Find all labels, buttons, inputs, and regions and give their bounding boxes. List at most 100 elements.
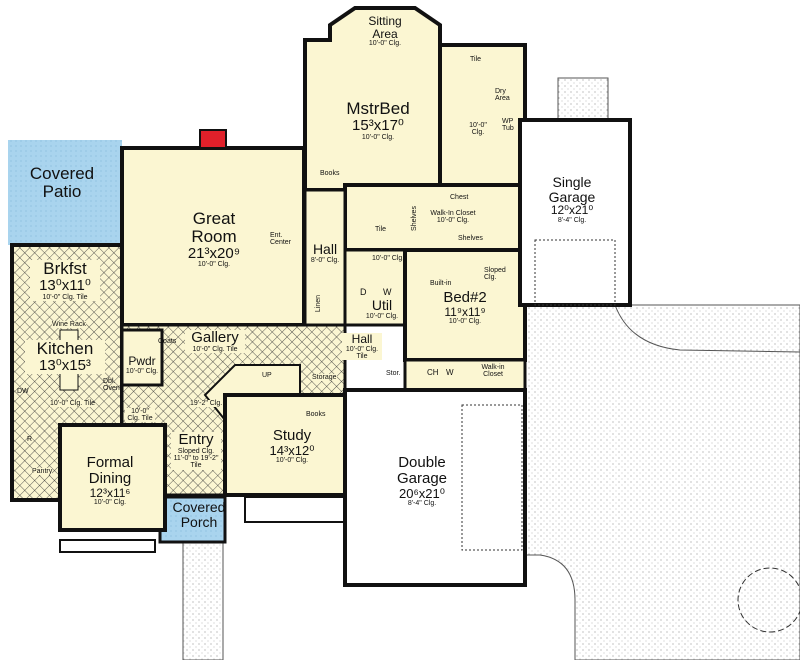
room-ceiling: 10'-0" Clg. xyxy=(197,261,231,269)
driveway xyxy=(524,304,800,660)
room-name: Formal Dining xyxy=(86,454,134,487)
room-ceiling: 10'-0" Clg. Tile xyxy=(42,293,88,301)
note-ch: CH xyxy=(427,368,439,377)
note-storage: Storage xyxy=(312,374,337,381)
note-tile: Tile xyxy=(375,226,387,233)
room-name: Sitting Area xyxy=(368,14,402,41)
room-name: Double Garage xyxy=(396,454,448,487)
note-chest: Chest xyxy=(450,194,469,201)
note-ceiling: 10'-0" Clg. xyxy=(469,122,487,136)
room-name: Entry xyxy=(178,431,214,448)
driveway-curve xyxy=(614,304,800,353)
room-name: MstrBed xyxy=(346,99,410,118)
formal-dining-area xyxy=(58,423,167,532)
room-dims: 12⁰x21⁰ xyxy=(550,203,594,218)
room-covered-porch: Covered Porch xyxy=(169,499,229,530)
note-walk-in-closet: Walk-In Closet 10'-0" Clg. xyxy=(430,210,476,224)
dryer-label: D xyxy=(360,287,367,297)
room-name: Covered Porch xyxy=(172,499,226,530)
room-ceiling: 10'-0" Clg. Tile xyxy=(192,345,238,353)
room-name: Brkfst xyxy=(43,259,87,278)
covered-patio-area xyxy=(8,140,122,245)
note-wine-rack: Wine Rack xyxy=(52,321,86,328)
fireplace xyxy=(199,129,227,149)
covered-porch-area xyxy=(158,495,227,544)
room-ceiling: 8'-4" Clg. xyxy=(557,216,587,224)
note-sloped-ceiling: Sloped Clg. xyxy=(484,267,506,281)
note-ent-center: Ent. Center xyxy=(270,232,292,246)
room-ceiling: 8'-0" Clg. xyxy=(310,256,340,264)
pwdr-area xyxy=(120,328,164,387)
room-ceiling: 10'-0" Clg. Tile xyxy=(345,345,379,360)
room-ceiling: 10'-0" Clg. xyxy=(125,367,159,375)
room-name: Hall xyxy=(351,332,373,346)
room-dims: 14³x12⁰ xyxy=(269,442,315,458)
room-ceiling: 8'-4" Clg. xyxy=(407,500,437,508)
room-dims: 21³x20⁹ xyxy=(187,244,241,262)
note-stair-ceiling: 19'-2" Clg. xyxy=(190,400,223,407)
room-ceiling: 10'-0" Clg. xyxy=(275,457,309,465)
note-stairs-up: UP xyxy=(262,372,272,379)
note-dbl-oven: Dbl. Oven xyxy=(103,378,120,392)
room-ceiling: 10'-0" Clg. xyxy=(368,40,402,48)
room-name: Study xyxy=(272,427,312,444)
room-dims: 13⁰x15³ xyxy=(39,356,91,374)
note-ceiling: 10'-0" Clg. Tile xyxy=(125,408,155,422)
tree xyxy=(737,567,800,633)
closet-area xyxy=(343,183,527,252)
note-wp-tub: WP Tub xyxy=(502,118,514,132)
room-name: Great Room xyxy=(191,209,237,246)
note-walk-in-closet: Walk-in Closet xyxy=(481,364,505,378)
note-storage: Stor. xyxy=(386,370,401,377)
room-name: Util xyxy=(371,297,393,313)
room-name: Kitchen xyxy=(36,339,94,358)
room-ceiling: 10'-0" Clg. xyxy=(448,318,482,326)
room-dims: 20⁶x21⁰ xyxy=(399,485,445,501)
note-built-in: Built-in xyxy=(430,280,452,287)
note-dry-area: Dry Area xyxy=(495,88,510,102)
double-garage-door xyxy=(461,404,523,551)
room-name: Gallery xyxy=(191,329,239,346)
room-name: Covered Patio xyxy=(29,164,95,201)
note-books: Books xyxy=(320,170,340,177)
room-ceiling: 10'-0" Clg. xyxy=(93,499,127,507)
room-name: Hall xyxy=(312,241,338,257)
room-ceiling: 10'-0" Clg. xyxy=(361,133,395,141)
note-books: Books xyxy=(306,411,326,418)
room-name: Bed#2 xyxy=(443,289,487,306)
room-ceiling: Sloped Clg. 11'-0" to 19'-2" Tile xyxy=(173,447,219,470)
double-garage-area xyxy=(343,388,527,587)
note-shelves: Shelves xyxy=(410,206,418,231)
study-area xyxy=(223,393,347,497)
master-bath-area xyxy=(438,43,527,187)
room-name: Pwdr xyxy=(128,354,156,368)
front-planter xyxy=(59,539,156,553)
note-shelves: Shelves xyxy=(458,235,483,242)
note-coats: Coats xyxy=(158,338,177,345)
room-dims: 15³x17⁰ xyxy=(352,116,404,134)
room-name: Single Garage xyxy=(548,174,596,205)
note-tile: Tile xyxy=(470,56,482,63)
front-walk xyxy=(182,539,224,660)
note-linen: Linen xyxy=(315,294,323,313)
washer-label: W xyxy=(383,287,392,297)
room-covered-patio: Covered Patio xyxy=(17,165,107,201)
single-garage-door xyxy=(534,239,616,306)
note-dishwasher: DW xyxy=(17,388,29,395)
room-dims: 11⁹x11⁹ xyxy=(444,304,486,319)
note-pantry: Pantry xyxy=(32,468,53,475)
